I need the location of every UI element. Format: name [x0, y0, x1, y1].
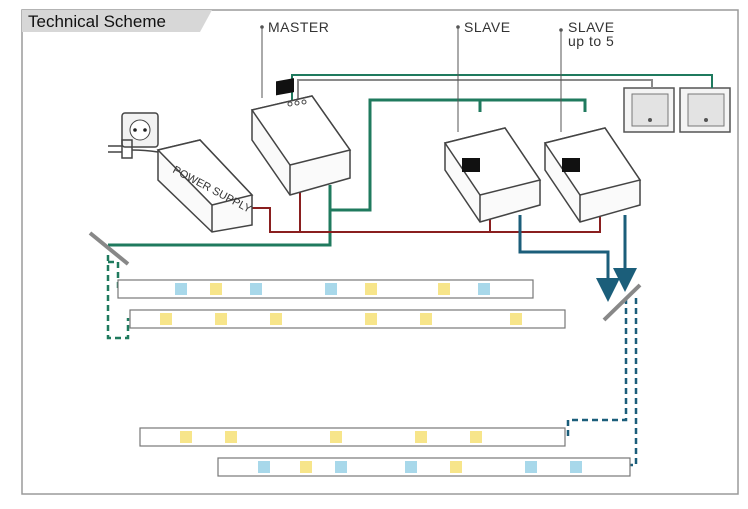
- wall-switch-1: [623, 87, 675, 133]
- data-bus: [108, 98, 587, 247]
- slave-controller-2: [543, 127, 642, 223]
- led-strip-4: [217, 457, 631, 477]
- label-slave-1: SLAVE: [464, 19, 511, 35]
- wall-socket: [108, 112, 159, 159]
- power-supply: [156, 139, 254, 233]
- strip-wiring: [106, 255, 638, 467]
- label-master: MASTER: [268, 19, 330, 35]
- label-slave-count: up to 5: [568, 33, 615, 49]
- page-title: Technical Scheme: [28, 12, 166, 31]
- leader-dot-slave-2: [559, 28, 563, 32]
- cut-marker-left: [88, 231, 130, 266]
- power-lines: [252, 190, 601, 233]
- cut-marker-right: [602, 283, 642, 322]
- leader-dot-slave-1: [456, 25, 460, 29]
- frame-border: [21, 9, 739, 495]
- led-strip-3: [139, 427, 566, 447]
- master-controller: [250, 78, 352, 196]
- label-slave-2: SLAVE: [568, 19, 615, 35]
- title-tab: [22, 10, 212, 32]
- signal-lines: [518, 215, 637, 302]
- wall-switch-2: [679, 87, 731, 133]
- led-strip-2: [129, 309, 566, 329]
- led-strip-1: [117, 279, 534, 299]
- leader-dot-master: [260, 25, 264, 29]
- label-leaders: [261, 27, 562, 132]
- slave-controller-1: [443, 127, 542, 223]
